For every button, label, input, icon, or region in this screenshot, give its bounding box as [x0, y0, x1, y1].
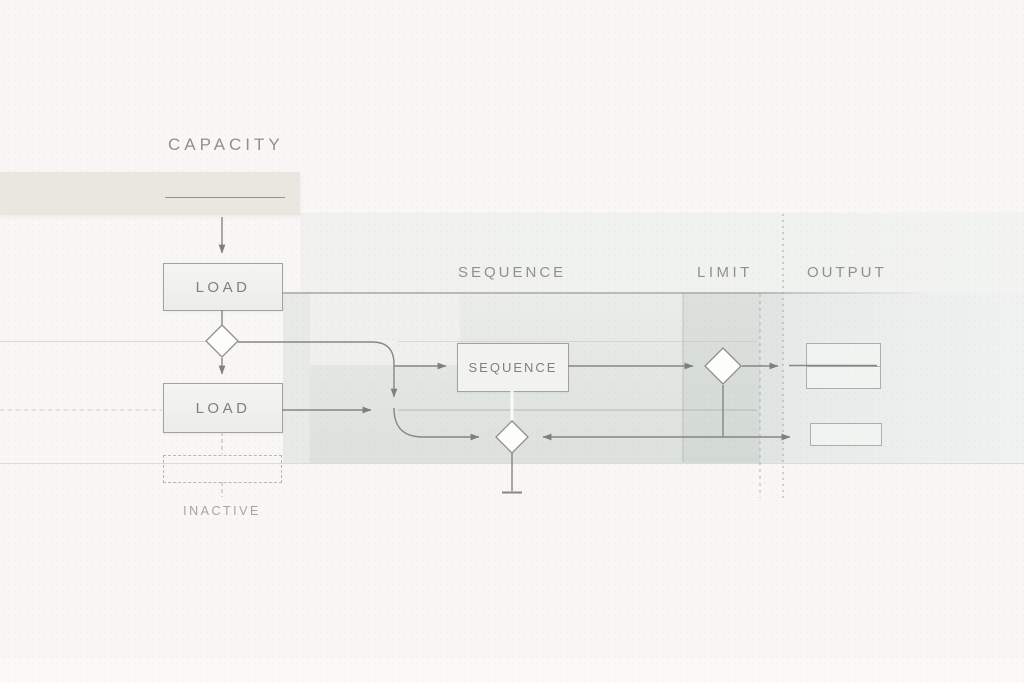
- node-sequence: SEQUENCE: [457, 343, 569, 392]
- node-load-bottom: LOAD: [163, 383, 283, 433]
- lane-label-sequence: SEQUENCE: [458, 264, 567, 281]
- node-sequence-label: SEQUENCE: [468, 360, 558, 375]
- flow-lane-band: [283, 293, 1024, 463]
- lane-label-capacity: CAPACITY: [168, 135, 284, 154]
- node-load-top: LOAD: [163, 263, 283, 311]
- node-load-top-label: LOAD: [195, 278, 251, 296]
- band-left-column: [283, 293, 310, 463]
- output-slot-2: [806, 366, 881, 389]
- lane-label-output: OUTPUT: [807, 264, 887, 281]
- inactive-placeholder-rect: [163, 455, 282, 483]
- band-transition-column: [760, 293, 783, 463]
- capacity-bar: [0, 172, 300, 215]
- node-load-bottom-label: LOAD: [195, 399, 251, 417]
- capacity-bar-line: [165, 197, 285, 198]
- band-light-patch: [310, 293, 460, 365]
- output-slot-3: [810, 423, 882, 446]
- lane-label-limit: LIMIT: [697, 264, 753, 281]
- bottom-paper-edge: [0, 657, 1024, 683]
- annotation-inactive: INACTIVE: [183, 504, 261, 518]
- output-slot-1: [806, 343, 881, 367]
- decision-capacity-diamond: [205, 324, 239, 358]
- upper-lane-band: [300, 213, 1024, 293]
- band-limit-column: [683, 293, 760, 463]
